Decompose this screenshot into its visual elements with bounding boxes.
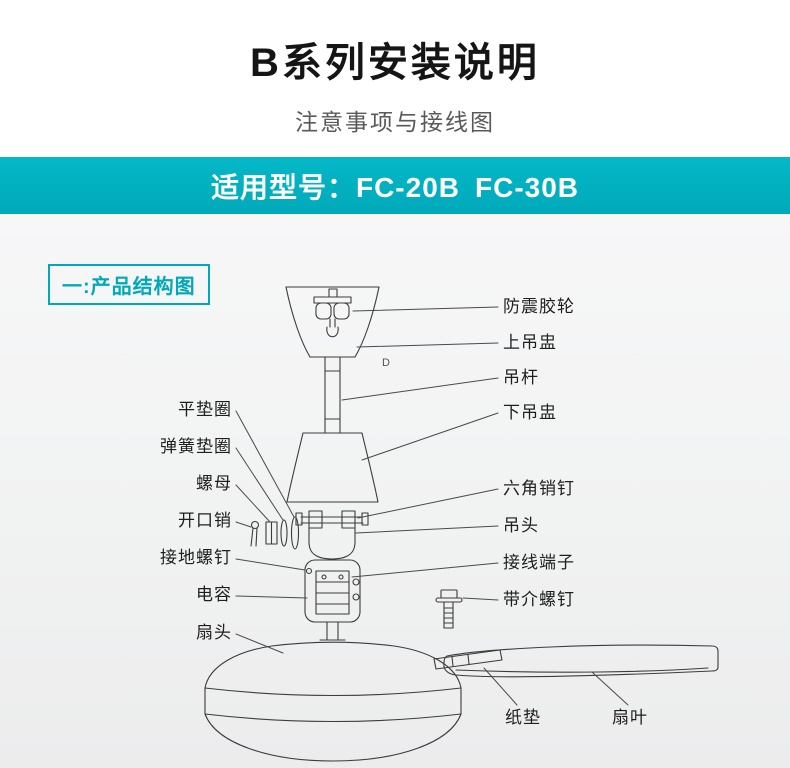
diagram-mark: D (382, 357, 390, 369)
nut-drawing (265, 521, 278, 545)
downrod-drawing (324, 356, 341, 434)
cotter-pin-drawing (250, 520, 260, 547)
part-label-fan-head: 扇头 (196, 623, 232, 642)
part-label-ground-screw: 接地螺钉 (160, 548, 232, 567)
part-label-downrod: 吊杆 (503, 368, 539, 387)
lower-canopy-drawing (286, 432, 379, 503)
ceiling-fan-exploded-diagram: D (204, 286, 719, 762)
spring-washer-drawing (280, 519, 288, 547)
part-label-terminal: 接线端子 (503, 553, 575, 572)
page-subtitle: 注意事项与接线图 (295, 109, 495, 135)
terminal-housing-drawing (304, 559, 361, 623)
fan-head-dome-drawing (204, 641, 462, 762)
washer-screw-drawing (435, 589, 463, 629)
model-banner: 适用型号：FC-20B FC-30B (0, 157, 790, 214)
part-label-hanger-head: 吊头 (503, 516, 539, 535)
page-title: B系列安装说明 (250, 41, 540, 85)
part-label-lower-canopy: 下吊盅 (503, 403, 557, 422)
part-label-hex-pin: 六角销钉 (503, 479, 575, 498)
motor-shaft-drawing (319, 621, 346, 641)
part-label-paper-gasket: 纸垫 (505, 708, 541, 727)
part-label-fan-blade: 扇叶 (612, 708, 648, 727)
flat-washer-drawing (290, 516, 300, 550)
hanger-bracket-drawing (295, 510, 369, 560)
anti-vibration-wheel-drawing (313, 288, 352, 338)
part-label-nut: 螺母 (196, 474, 232, 493)
part-label-spring-washer: 弹簧垫圈 (160, 437, 232, 456)
part-label-capacitor: 电容 (196, 585, 232, 604)
header: B系列安装说明 注意事项与接线图 (0, 0, 790, 157)
part-label-upper-canopy: 上吊盅 (503, 333, 557, 352)
section-badge: 一:产品结构图 (48, 264, 210, 305)
model-banner-text: 适用型号：FC-20B FC-30B (210, 171, 580, 203)
fan-blade-drawing (433, 644, 719, 678)
leader-lines (235, 306, 629, 706)
structure-diagram-section: 一:产品结构图 (0, 214, 790, 768)
part-label-flat-washer: 平垫圈 (178, 400, 232, 419)
part-label-rubber-wheel: 防震胶轮 (503, 297, 575, 316)
part-label-cotter-pin: 开口销 (178, 511, 232, 530)
part-label-washer-screw: 带介螺钉 (503, 590, 575, 609)
